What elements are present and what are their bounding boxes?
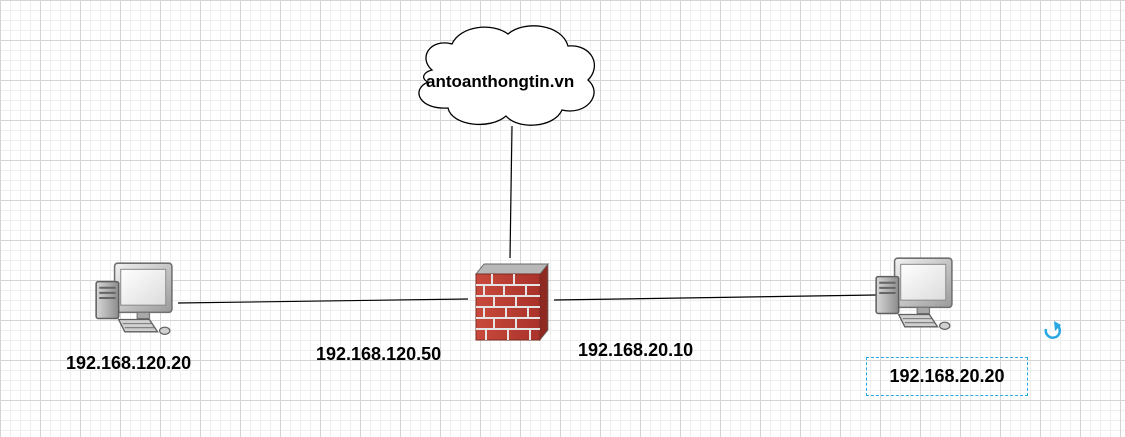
- connection-pc-left-firewall[interactable]: [177, 298, 469, 304]
- cloud-icon[interactable]: [418, 25, 596, 126]
- connection-cloud-firewall[interactable]: [509, 125, 513, 259]
- firewall-left-ip-label: 192.168.120.50: [316, 344, 442, 364]
- pc-left-ip-label: 192.168.120.20: [66, 353, 192, 373]
- pc-right-ip-label: 192.168.20.20: [889, 366, 1005, 386]
- brick-firewall-icon[interactable]: [474, 262, 550, 342]
- connection-firewall-pc-right[interactable]: [553, 294, 877, 301]
- rotate-icon[interactable]: [1044, 321, 1061, 339]
- desktop-computer-icon-left[interactable]: [95, 262, 173, 336]
- desktop-computer-icon-right[interactable]: [875, 257, 953, 331]
- pc-right-ip-label-selected[interactable]: 192.168.20.20: [866, 357, 1028, 396]
- cloud-label: antoanthongtin.vn: [426, 72, 575, 91]
- firewall-right-ip-label: 192.168.20.10: [578, 340, 694, 360]
